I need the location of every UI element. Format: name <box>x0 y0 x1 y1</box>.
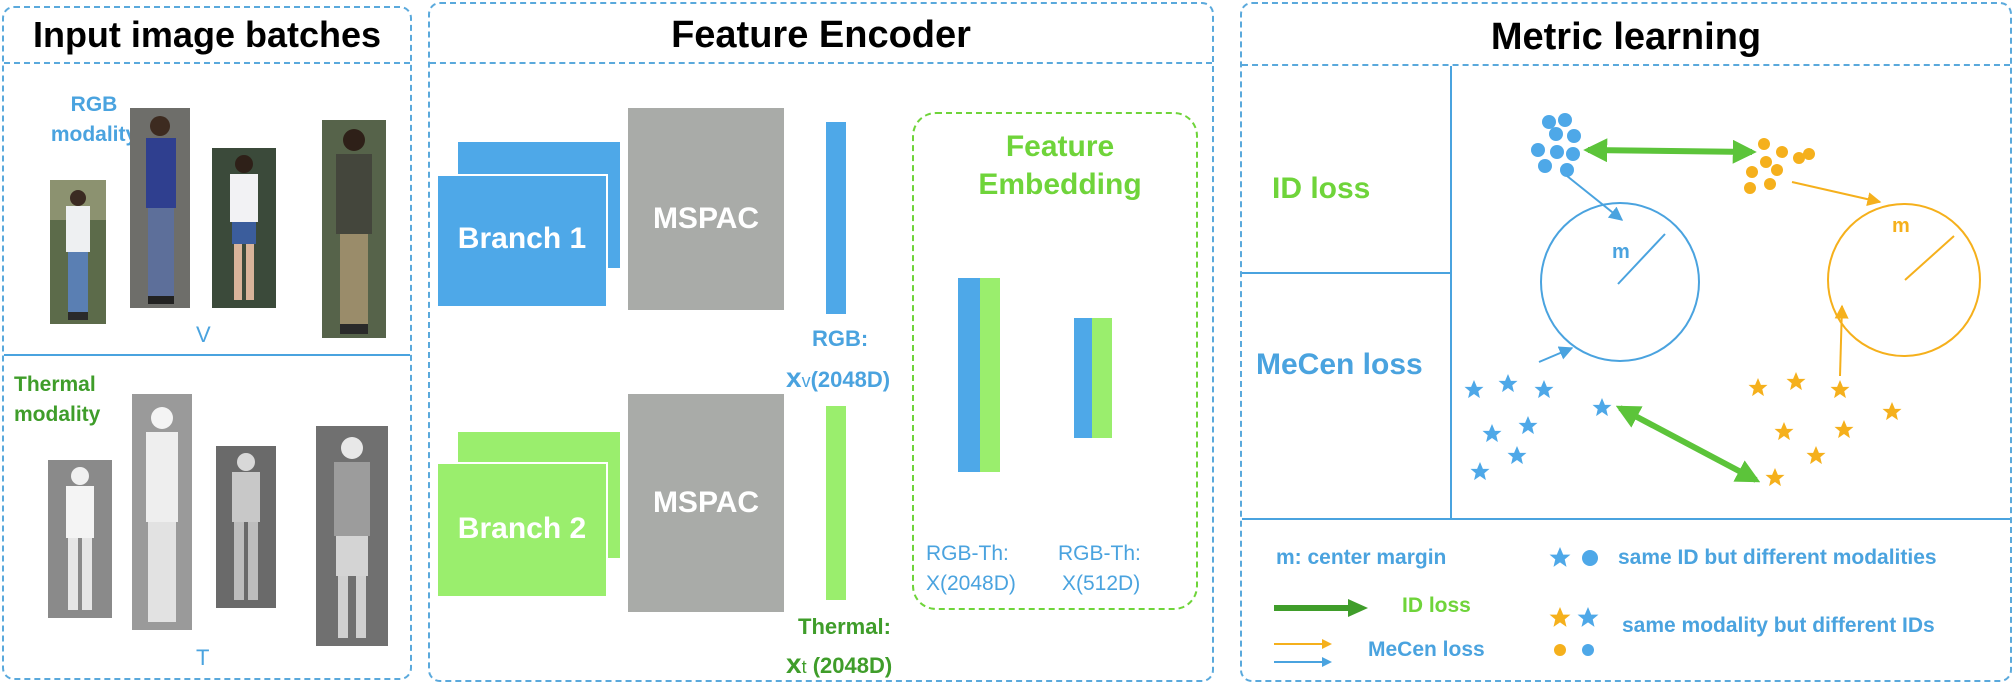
thermal-feature-bar <box>826 406 846 600</box>
mspac-block-1 <box>628 108 784 310</box>
thermal-letter-t: T <box>196 645 210 670</box>
legend-same-modality-icons <box>1549 607 1599 656</box>
embedding-512-thermal-half <box>1092 318 1112 438</box>
input-modality-divider <box>4 354 410 356</box>
feature-embedding-box <box>912 112 1198 610</box>
legend-id-loss-text: ID loss <box>1402 594 1471 617</box>
thermal-person-image-1 <box>48 460 112 618</box>
legend-same-id-icons <box>1549 547 1598 567</box>
thermal-modality-label: Thermal modality <box>14 373 101 426</box>
blue-center-circle <box>1540 202 1700 362</box>
metric-legend-divider <box>1242 518 2010 520</box>
thermal-feature-dim: (2048D) <box>806 653 893 678</box>
metric-loss-column-divider <box>1450 66 1452 518</box>
input-title-divider <box>4 62 410 64</box>
embedding-2048-label-line2: X(2048D) <box>926 572 1016 595</box>
branch1-front-card <box>436 174 608 308</box>
branch2-front-card <box>436 462 608 598</box>
id-loss-label: ID loss <box>1272 172 1371 205</box>
rgb-feature-subscript: v <box>801 371 811 391</box>
legend-mecen-arrows-icon <box>1274 639 1332 667</box>
rgb-person-image-4 <box>322 120 386 338</box>
legend-center-margin: m: center margin <box>1276 546 1447 569</box>
thermal-feature-label-line1: Thermal: <box>798 614 891 639</box>
metric-learning-diagram: m m <box>1464 113 1981 487</box>
blue-margin-symbol: m <box>1612 241 1630 263</box>
orange-margin-symbol: m <box>1892 215 1910 237</box>
embedding-2048-thermal-half <box>980 278 1000 472</box>
feature-encoder-panel <box>428 2 1214 682</box>
orange-dot-cluster <box>1744 138 1815 194</box>
rgb-feature-bar <box>826 122 846 314</box>
blue-star-cluster <box>1464 374 1612 481</box>
thermal-person-image-3 <box>216 446 276 608</box>
blue-dot-cluster <box>1531 113 1581 177</box>
rgb-modality-label: RGB modality <box>50 93 138 146</box>
legend-mecen-loss-text: MeCen loss <box>1368 638 1485 661</box>
metric-learning-title: Metric learning <box>1490 16 1762 58</box>
orange-center-circle <box>1827 203 1981 357</box>
encoder-title-divider <box>430 62 1212 64</box>
rgb-feature-symbol: x <box>786 362 802 393</box>
input-panel-title: Input image batches <box>32 14 382 55</box>
legend-same-id-text: same ID but different modalities <box>1618 546 1937 569</box>
rgb-letter-v: V <box>196 322 211 347</box>
orange-star-cluster <box>1748 372 1902 487</box>
rgb-person-image-2 <box>130 108 190 308</box>
rgb-feature-label-line1: RGB: <box>812 326 869 351</box>
embedding-512-rgb-half <box>1074 318 1092 438</box>
mspac-label-1: MSPAC <box>652 202 760 235</box>
mspac-block-2 <box>628 394 784 612</box>
embedding-2048-rgb-half <box>958 278 980 472</box>
input-panel <box>2 6 412 680</box>
feature-embedding-title: Feature Embedding <box>978 130 1142 201</box>
thermal-feature-label-line2: xt (2048D) <box>786 648 892 680</box>
thermal-person-image-4 <box>316 426 388 646</box>
rgb-person-image-1 <box>50 180 106 324</box>
rgb-person-image-3 <box>212 148 276 308</box>
metric-loss-row-divider <box>1242 272 1450 274</box>
thermal-feature-subscript: t <box>801 657 807 677</box>
legend-id-loss-arrow-icon <box>1274 599 1368 617</box>
branch2-label: Branch 2 <box>457 512 587 545</box>
embedding-512-label-line2: X(512D) <box>1062 572 1141 595</box>
embedding-512-label-line1: RGB-Th: <box>1058 542 1141 565</box>
metric-title-divider <box>1242 64 2010 66</box>
legend-same-modality-text: same modality but different IDs <box>1622 614 1935 637</box>
mecen-loss-label: MeCen loss <box>1256 348 1423 381</box>
rgb-feature-label-line2: xv(2048D) <box>786 362 890 394</box>
thermal-person-image-2 <box>132 394 192 630</box>
rgb-feature-dim: (2048D) <box>810 367 891 392</box>
feature-encoder-title: Feature Encoder <box>671 14 971 56</box>
metric-learning-panel <box>1240 2 2012 682</box>
mspac-label-2: MSPAC <box>652 486 760 519</box>
branch1-label: Branch 1 <box>457 222 587 255</box>
embedding-2048-label-line1: RGB-Th: <box>926 542 1009 565</box>
thermal-feature-symbol: x <box>786 648 802 679</box>
